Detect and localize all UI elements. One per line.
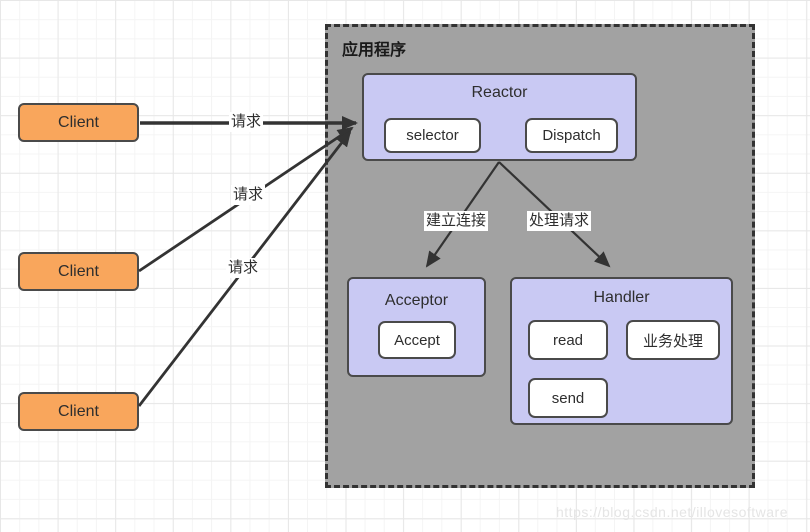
selector-node: selector (384, 118, 481, 153)
edge-label-request-2: 请求 (231, 185, 266, 205)
business-processing-node: 业务处理 (626, 320, 720, 360)
handler-title: Handler (593, 289, 650, 306)
client-node-2: Client (18, 252, 139, 291)
dispatch-node: Dispatch (525, 118, 618, 153)
edge-label-establish-connection: 建立连接 (424, 211, 489, 231)
client-node-1: Client (18, 103, 139, 142)
edge-label-request-3: 请求 (226, 258, 261, 278)
accept-node: Accept (378, 321, 456, 359)
acceptor-node: Acceptor Accept (347, 277, 486, 377)
handler-node: Handler read 业务处理 send (510, 277, 733, 425)
application-label: 应用程序 (342, 42, 407, 59)
send-node: send (528, 378, 608, 418)
edge-label-handle-request: 处理请求 (527, 211, 592, 231)
watermark-url: https://blog.csdn.net/illovesoftware (556, 504, 789, 520)
client-node-3: Client (18, 392, 139, 431)
read-node: read (528, 320, 608, 360)
reactor-title: Reactor (471, 84, 528, 101)
reactor-node: Reactor selector Dispatch (362, 73, 637, 161)
edge-label-request-1: 请求 (229, 112, 264, 132)
acceptor-title: Acceptor (384, 292, 449, 309)
